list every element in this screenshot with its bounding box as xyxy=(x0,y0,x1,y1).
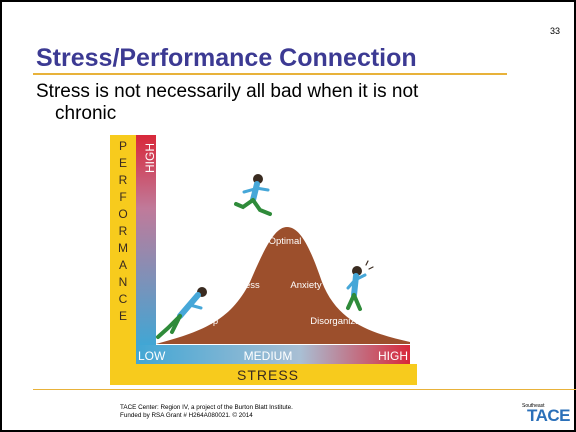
performance-axis-label: P E R F O R M A N C E xyxy=(118,139,128,323)
alertness-label: Alertness xyxy=(220,280,260,291)
perf-letter: R xyxy=(119,173,128,187)
footer-rule xyxy=(33,389,576,390)
perf-letter: P xyxy=(119,139,127,153)
perf-letter: E xyxy=(119,156,127,170)
logo-region-text: Southeast xyxy=(522,403,545,409)
optimal-label: Optimal xyxy=(269,236,302,247)
stress-performance-diagram: P E R F O R M A N C E HIGH LOW MEDIUM HI… xyxy=(110,135,417,385)
body-text: Stress is not necessarily all bad when i… xyxy=(36,81,506,125)
perf-letter: C xyxy=(119,292,128,306)
title-underline xyxy=(33,73,507,75)
stress-gradient xyxy=(136,345,410,364)
stress-high-label: HIGH xyxy=(378,349,408,363)
perf-letter: O xyxy=(118,207,127,221)
stress-axis-label: STRESS xyxy=(237,367,299,383)
anxiety-label: Anxiety xyxy=(290,280,321,291)
perf-letter: R xyxy=(119,224,128,238)
footer-line-1: TACE Center: Region IV, a project of the… xyxy=(120,404,293,411)
footer-line-2: Funded by RSA Grant # H264A080021. © 201… xyxy=(120,412,253,419)
page-number: 33 xyxy=(549,26,560,36)
perf-letter: A xyxy=(119,258,127,272)
anxious-figure xyxy=(346,260,374,311)
performance-curve xyxy=(156,227,410,344)
footer-text: TACE Center: Region IV, a project of the… xyxy=(120,404,293,420)
body-line-2: chronic xyxy=(55,103,117,124)
logo-wordmark: TACE xyxy=(527,406,571,425)
perf-high-label: HIGH xyxy=(143,143,157,173)
performance-axis-bar xyxy=(110,135,136,382)
sleeping-figure xyxy=(156,287,207,339)
body-line-1: Stress is not necessarily all bad when i… xyxy=(36,81,419,102)
slide-title: Stress/Performance Connection xyxy=(36,44,417,72)
perf-letter: F xyxy=(119,190,126,204)
disorganization-label: Disorganization xyxy=(310,316,375,327)
stress-axis-bar xyxy=(110,364,417,385)
perf-letter: E xyxy=(119,309,127,323)
stress-medium-label: MEDIUM xyxy=(244,349,293,363)
sleep-label: Sleep xyxy=(194,316,218,327)
perf-letter: M xyxy=(118,241,128,255)
performance-gradient xyxy=(136,135,156,345)
running-figure xyxy=(234,174,272,216)
tace-logo: Southeast TACE xyxy=(519,401,571,431)
perf-letter: N xyxy=(119,275,128,289)
stress-low-label: LOW xyxy=(138,349,166,363)
